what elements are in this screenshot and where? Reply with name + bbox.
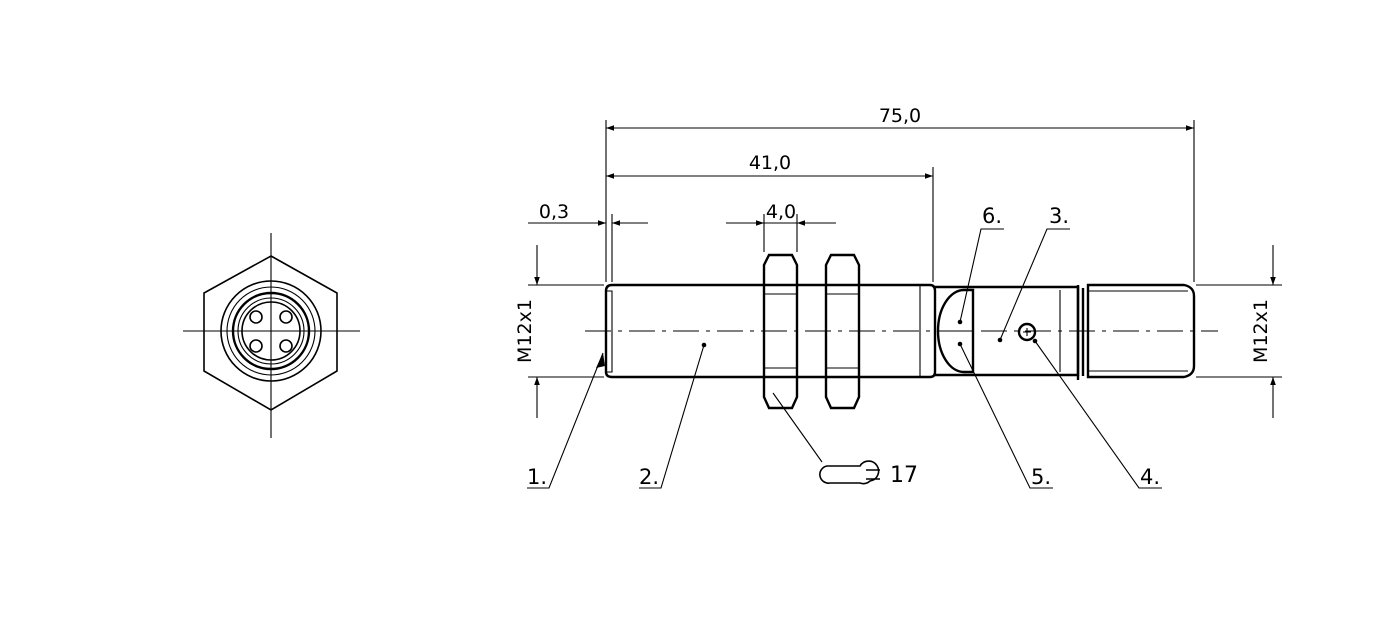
dim-chamfer: 0,3 <box>539 201 569 223</box>
end-view <box>183 233 360 438</box>
callout-2: 2. <box>639 465 659 489</box>
callout-6: 6. <box>982 204 1002 228</box>
callouts: 1. 2. 6. 3. 5. 4. <box>527 204 1162 489</box>
callout-4: 4. <box>1140 465 1160 489</box>
wrench-size: 17 <box>890 463 918 488</box>
led-window <box>936 288 975 374</box>
threaded-body <box>604 283 937 379</box>
hex-nut-1 <box>762 253 799 410</box>
adjustment-potentiometer <box>1017 322 1037 342</box>
connector-sleeve <box>1086 283 1196 379</box>
connector-pin-3 <box>249 339 263 353</box>
side-view <box>585 253 1218 410</box>
dim-thread-right: M12x1 <box>1250 299 1272 363</box>
dim-thread-length: 41,0 <box>749 152 791 174</box>
callout-1: 1. <box>527 465 547 489</box>
callout-3: 3. <box>1049 204 1069 228</box>
connector-outer-ring <box>220 280 322 382</box>
connector-pin-1 <box>249 310 263 324</box>
hex-nut-outline <box>203 255 338 411</box>
dimensions: 75,0 41,0 0,3 4,0 M12x1 M12x1 <box>514 105 1282 418</box>
wrench-annotation: 17 <box>772 392 918 488</box>
connector-pin-2 <box>279 310 293 324</box>
dim-thread-left: M12x1 <box>514 299 536 363</box>
wrench-icon <box>819 460 880 485</box>
dim-nut-thickness: 4,0 <box>766 201 796 223</box>
dim-overall-length: 75,0 <box>879 105 921 127</box>
callout-5: 5. <box>1031 465 1051 489</box>
hex-nut-2 <box>824 253 861 410</box>
connector-pin-4 <box>279 339 293 353</box>
